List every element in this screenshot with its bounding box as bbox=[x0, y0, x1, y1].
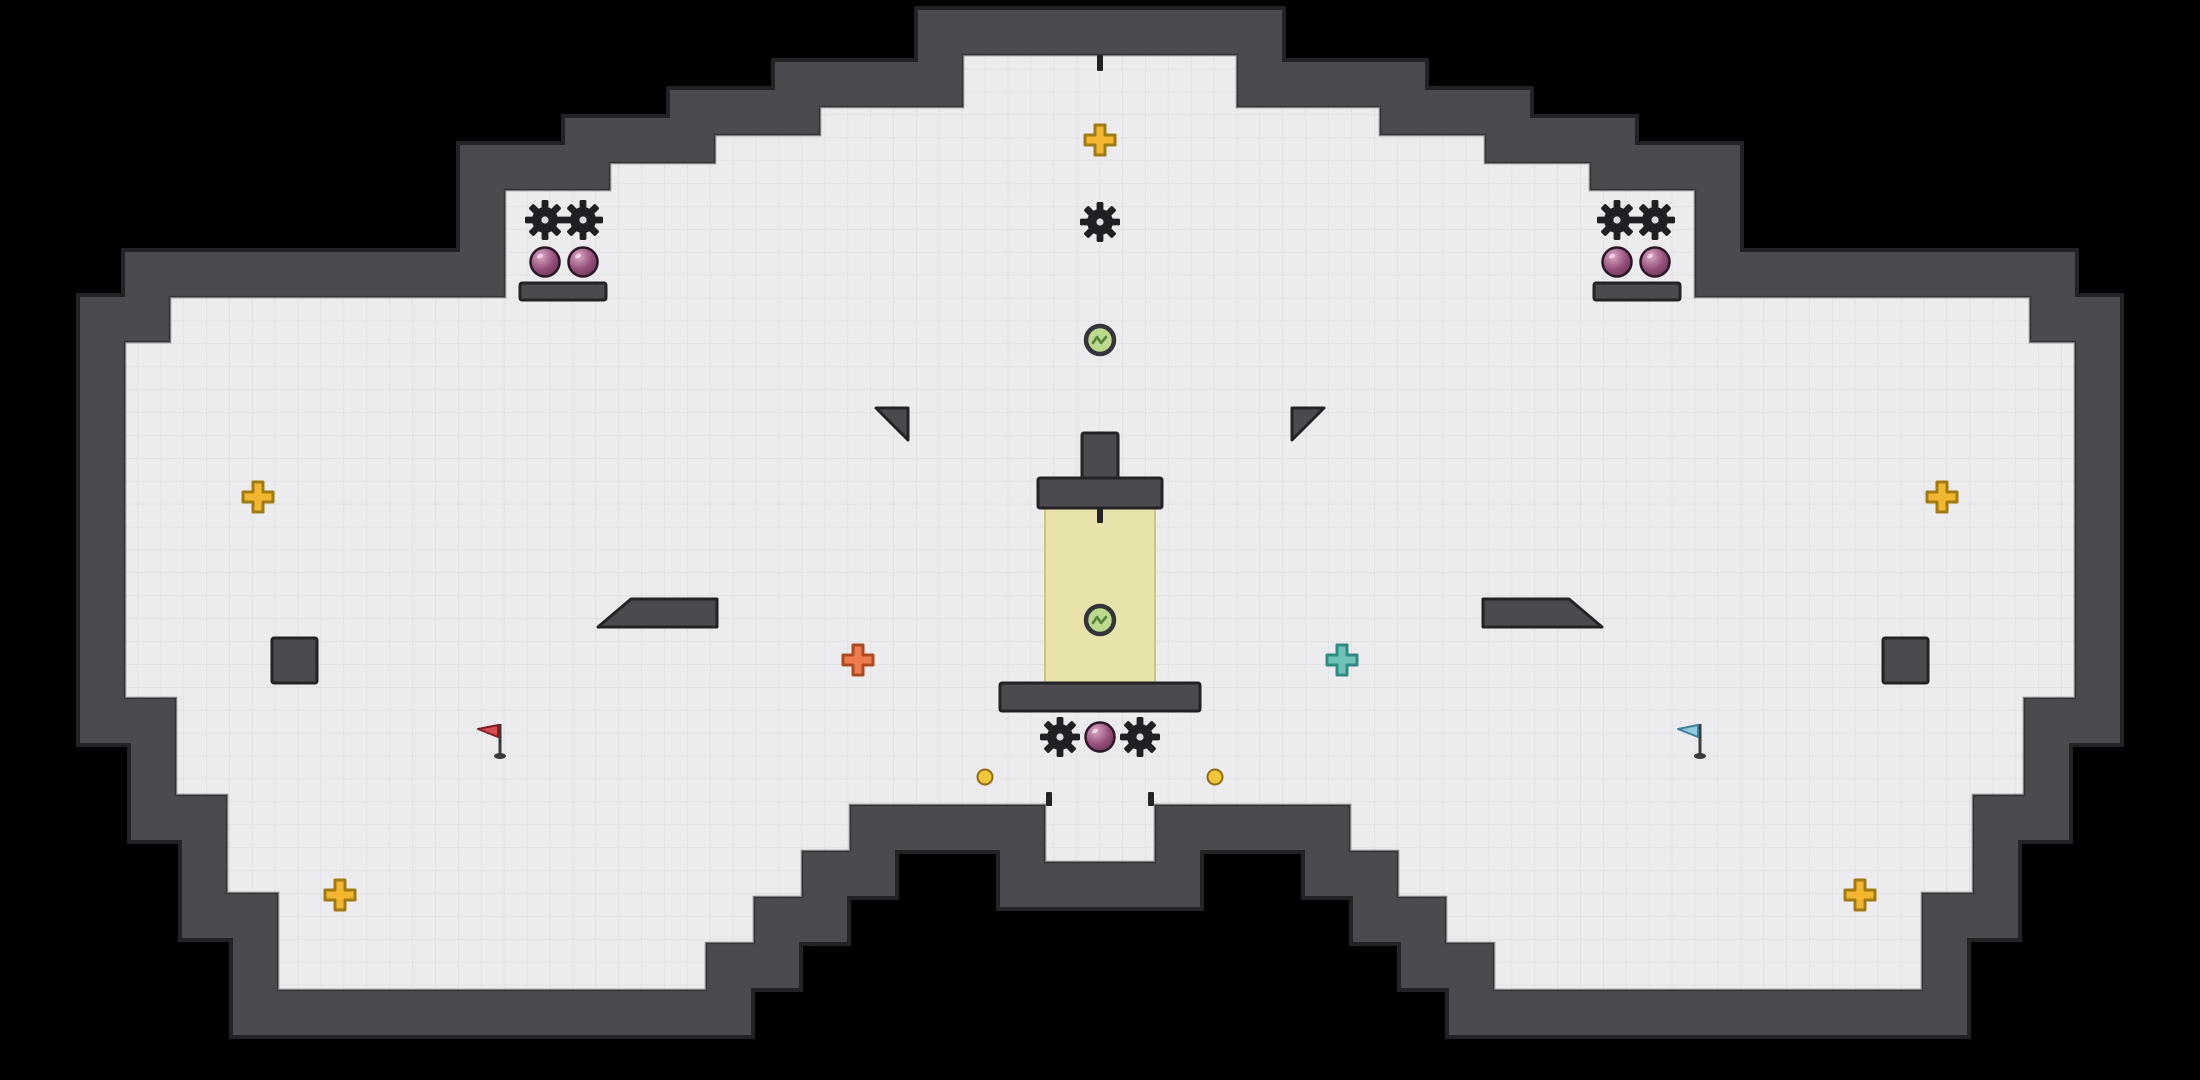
door-marker-slot-left bbox=[1046, 792, 1052, 806]
pad-orange-entity[interactable] bbox=[841, 643, 875, 677]
switch-entity[interactable] bbox=[1083, 603, 1117, 637]
gold-entity[interactable] bbox=[323, 878, 357, 912]
gold-entity[interactable] bbox=[1843, 878, 1877, 912]
block-right bbox=[1881, 636, 1930, 685]
orb-entity[interactable] bbox=[567, 246, 599, 278]
orb-entity[interactable] bbox=[1639, 246, 1671, 278]
door-markers bbox=[1046, 55, 1154, 806]
mine-entity[interactable] bbox=[563, 200, 603, 240]
door-zone-layer bbox=[1044, 507, 1156, 684]
orb-entity[interactable] bbox=[1084, 721, 1116, 753]
door-zone bbox=[1044, 507, 1156, 684]
mine-entity[interactable] bbox=[1040, 717, 1080, 757]
center-platform bbox=[998, 681, 1202, 713]
door-marker-center bbox=[1097, 508, 1103, 523]
pad-teal-entity[interactable] bbox=[1325, 643, 1359, 677]
wedge-left bbox=[874, 406, 910, 442]
switch-entity[interactable] bbox=[1083, 323, 1117, 357]
flag-entity[interactable] bbox=[477, 724, 506, 759]
block-left bbox=[270, 636, 319, 685]
flag-entity[interactable] bbox=[1677, 724, 1706, 759]
ramp-right bbox=[1481, 597, 1604, 629]
mine-entity[interactable] bbox=[1120, 717, 1160, 757]
door-marker-top bbox=[1097, 55, 1103, 71]
wedge-right bbox=[1290, 406, 1326, 442]
gold-entity[interactable] bbox=[1925, 480, 1959, 514]
gear-ledge-right bbox=[1592, 281, 1682, 302]
orb-entity[interactable] bbox=[529, 246, 561, 278]
orb-entity[interactable] bbox=[1601, 246, 1633, 278]
gold-entity[interactable] bbox=[241, 480, 275, 514]
center-cap bbox=[1036, 476, 1164, 510]
mine-entity[interactable] bbox=[1597, 200, 1637, 240]
interior-walls bbox=[270, 281, 1930, 713]
floor-wall-boundary bbox=[123, 53, 2077, 992]
mine-entity[interactable] bbox=[525, 200, 565, 240]
dot-entity[interactable] bbox=[976, 768, 994, 786]
dot-entity[interactable] bbox=[1206, 768, 1224, 786]
ramp-left bbox=[596, 597, 719, 629]
mine-entity[interactable] bbox=[1635, 200, 1675, 240]
gear-ledge-left bbox=[518, 281, 608, 302]
center-stub bbox=[1080, 431, 1120, 480]
gold-entity[interactable] bbox=[1083, 123, 1117, 157]
entities-layer bbox=[241, 123, 1959, 912]
mine-entity[interactable] bbox=[1080, 202, 1120, 242]
door-marker-slot-right bbox=[1148, 792, 1154, 806]
